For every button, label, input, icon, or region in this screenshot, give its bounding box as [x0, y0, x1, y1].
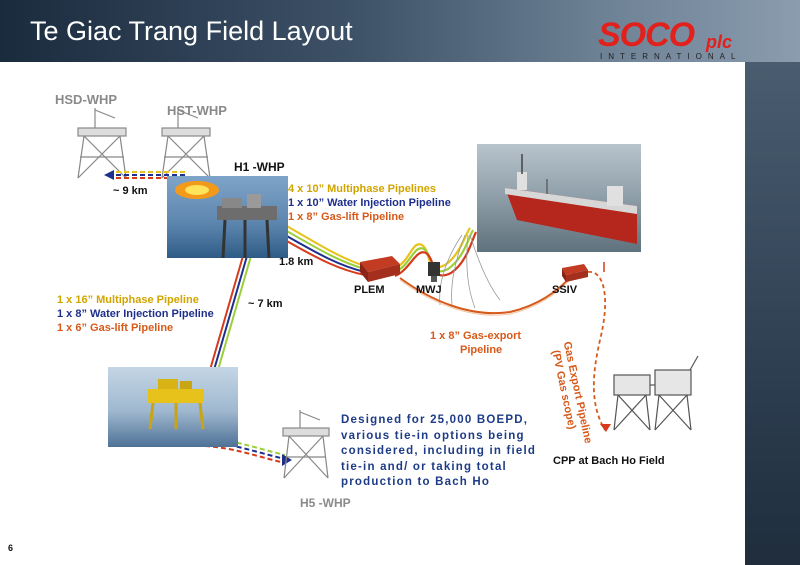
cpp-label: CPP at Bach Ho Field — [553, 455, 665, 467]
gas-export-to-cpp — [587, 271, 606, 431]
h5-pipeline-water: 1 x 8” Water Injection Pipeline — [57, 308, 214, 320]
h1-to-h5-pipelines — [209, 255, 252, 371]
hsd-whp-label: HSD-WHP — [55, 92, 118, 107]
page-title: Te Giac Trang Field Layout — [30, 16, 353, 46]
ssiv-label: SSIV — [552, 284, 578, 296]
h1-pipeline-multiphase: 4 x 10” Multiphase Pipelines — [288, 183, 436, 195]
h1-plem-distance: 1.8 km — [279, 256, 314, 268]
gas-export-label-2: Pipeline — [460, 344, 503, 356]
header-banner: Te Giac Trang Field Layout — [0, 0, 800, 62]
hsd-platform-icon — [77, 108, 127, 179]
h1-pipeline-gaslift: 1 x 8” Gas-lift Pipeline — [288, 211, 405, 223]
logo-sub-text: INTERNATIONAL — [600, 52, 742, 61]
page-number: 6 — [8, 543, 14, 553]
gas-export-line-orange — [399, 271, 576, 315]
h1-pipeline-water: 1 x 10” Water Injection Pipeline — [288, 197, 451, 209]
gas-export-line-white — [399, 273, 576, 316]
gas-export-label-1: 1 x 8” Gas-export — [430, 330, 522, 342]
hsd-arrow-icon — [104, 170, 114, 180]
design-note: Designed for 25,000 BOEPD, various tie-i… — [341, 414, 537, 488]
logo-suffix-text: plc — [706, 32, 733, 52]
company-logo: SOCO plc INTERNATIONAL — [598, 18, 758, 68]
h5-arrow-icon — [282, 454, 292, 466]
plem-label: PLEM — [354, 284, 385, 296]
plem-icon — [360, 256, 400, 282]
h5-pipeline-gaslift: 1 x 6” Gas-lift Pipeline — [57, 322, 174, 334]
mwj-icon — [428, 262, 440, 282]
hst-whp-label: HST-WHP — [167, 103, 227, 118]
mwj-label: MWJ — [416, 284, 442, 296]
hsd-h1-distance: ~ 9 km — [113, 185, 148, 197]
h5-pipeline-multiphase: 1 x 16” Multiphase Pipeline — [57, 294, 199, 306]
mooring-lines — [439, 234, 501, 309]
h1-platform-photo — [167, 176, 288, 258]
fpso-photo — [477, 144, 641, 252]
h5-platform-photo — [108, 367, 238, 447]
h1-whp-label: H1 -WHP — [234, 160, 285, 174]
h1-h5-distance: ~ 7 km — [248, 298, 283, 310]
right-decor-strip — [745, 62, 800, 565]
cpp-arrow-icon — [600, 424, 611, 432]
ssiv-icon — [562, 264, 588, 282]
cpp-platform-icon — [613, 355, 699, 431]
h1-to-plem-pipelines — [284, 224, 366, 276]
h5-whp-label: H5 -WHP — [300, 496, 351, 510]
h5-platform-icon — [282, 410, 330, 479]
logo-main-text: SOCO — [598, 16, 695, 54]
